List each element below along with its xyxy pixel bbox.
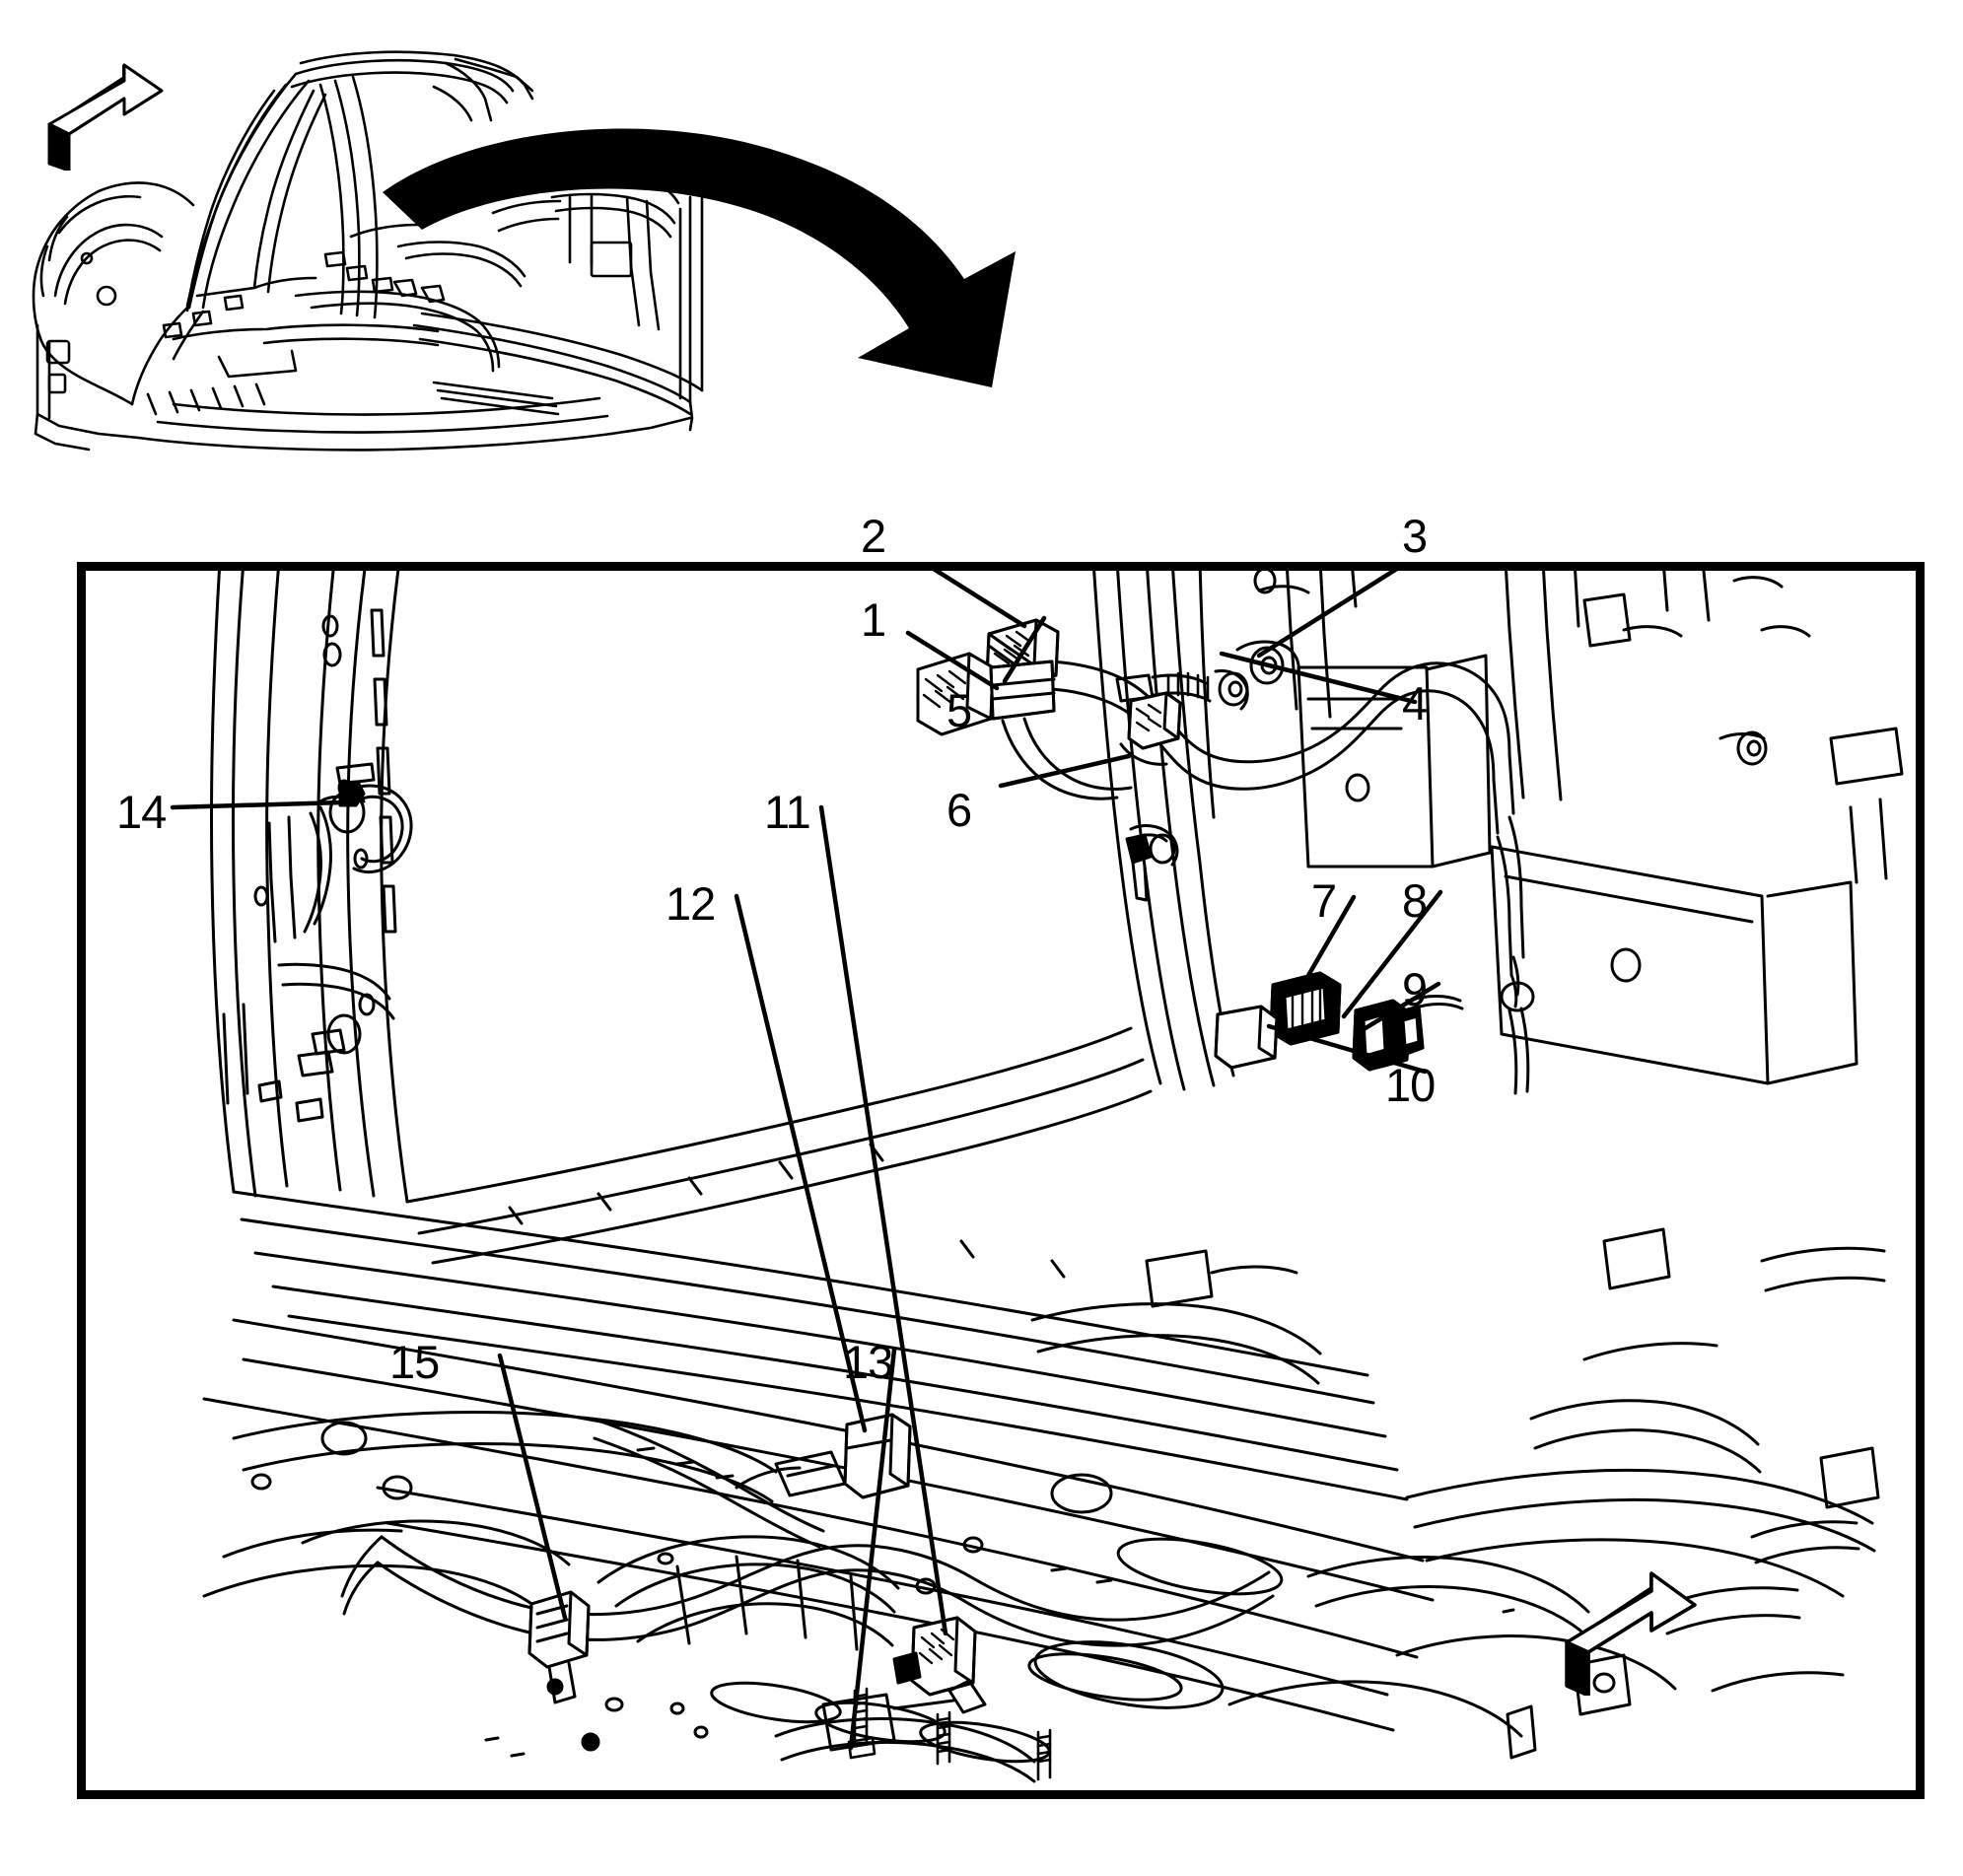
callout-2: 2 [861,510,886,562]
callout-6: 6 [946,784,972,836]
callout-7: 7 [1311,874,1337,927]
callout-5: 5 [946,684,972,736]
callout-13: 13 [843,1336,893,1388]
callout-12: 12 [666,877,716,930]
callout-4: 4 [1402,677,1428,730]
callout-8: 8 [1402,874,1428,927]
callout-3: 3 [1402,510,1428,562]
callout-9: 9 [1402,963,1428,1015]
callout-1: 1 [861,593,886,646]
callout-11: 11 [764,786,811,838]
callout-10: 10 [1385,1059,1436,1111]
magnified-detail-panel [77,562,1925,1799]
callout-15: 15 [389,1336,440,1388]
vehicle-forward-direction-arrow [47,63,164,171]
callout-14: 14 [116,786,167,838]
vehicle-forward-direction-arrow [1565,1571,1697,1696]
